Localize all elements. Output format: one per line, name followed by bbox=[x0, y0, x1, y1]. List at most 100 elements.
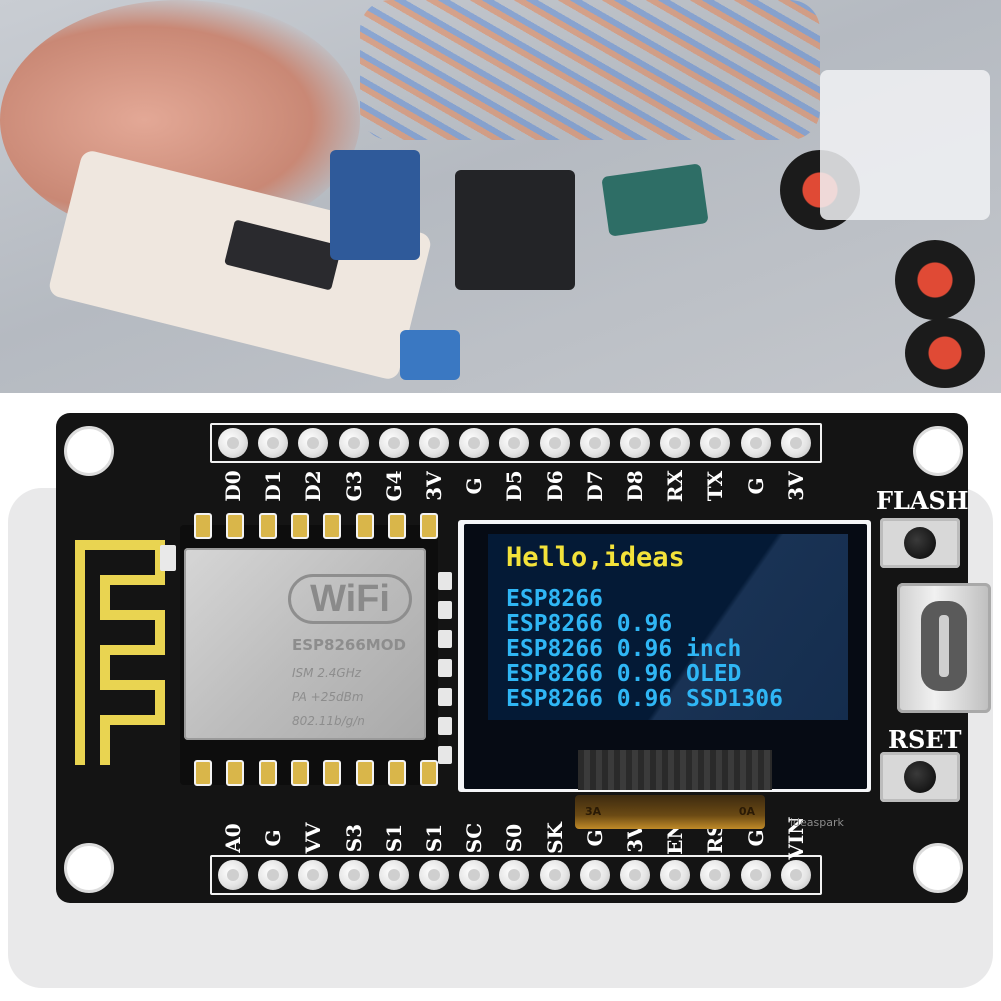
top-pin-label: G3 bbox=[341, 470, 366, 502]
top-pin bbox=[338, 428, 369, 458]
led bbox=[160, 545, 176, 571]
module-pad-top bbox=[420, 513, 439, 539]
module-pad-bottom bbox=[323, 760, 342, 786]
top-pin-label: RX bbox=[663, 469, 688, 503]
module-pad-bottom bbox=[355, 760, 374, 786]
module-pad-bottom bbox=[194, 760, 212, 786]
module-pad-side bbox=[438, 630, 452, 648]
module-shield: WiFi ESP8266MOD ISM 2.4GHz PA +25dBm 802… bbox=[184, 548, 426, 740]
mount-hole-bottom-right bbox=[913, 843, 963, 893]
bottom-pin bbox=[499, 860, 530, 890]
oled-ribbon-cable bbox=[578, 750, 772, 790]
bottom-pin-label: S0 bbox=[502, 823, 527, 853]
bottom-pin-label: SC bbox=[462, 822, 487, 854]
keypad bbox=[601, 163, 709, 237]
top-pin bbox=[419, 428, 449, 458]
pcb-antenna bbox=[75, 540, 165, 765]
module-pad-bottom bbox=[387, 760, 406, 786]
bottom-pin-label: G bbox=[261, 829, 286, 847]
bottom-pin bbox=[258, 860, 289, 890]
micro-usb-port[interactable] bbox=[897, 583, 991, 713]
oled-flex-connector: 3A 0A bbox=[575, 795, 765, 829]
oled-line-4: ESP8266 0.96 OLED bbox=[506, 661, 742, 687]
top-pin bbox=[218, 428, 248, 458]
oled-line-1: ESP8266 bbox=[506, 586, 603, 612]
top-pin-label: D6 bbox=[542, 470, 567, 502]
reset-button[interactable] bbox=[880, 752, 960, 802]
top-pin bbox=[378, 428, 409, 458]
module-pad-bottom bbox=[420, 760, 439, 786]
blue-module bbox=[400, 330, 460, 380]
top-pin-label: G4 bbox=[381, 470, 406, 502]
mount-hole-top-left bbox=[64, 426, 114, 476]
bottom-pin bbox=[459, 860, 490, 890]
motor-wheel-2 bbox=[895, 240, 975, 320]
module-pad-side bbox=[438, 572, 452, 590]
top-pin bbox=[740, 428, 771, 458]
module-spec-3: 802.11b/g/n bbox=[292, 714, 365, 728]
bottom-pin bbox=[579, 860, 610, 890]
bottom-pin bbox=[378, 860, 409, 890]
top-pin-label: 3V bbox=[783, 471, 808, 501]
bottom-pin-label: VV bbox=[301, 822, 326, 854]
flash-button[interactable] bbox=[880, 518, 960, 568]
top-pin-label: D5 bbox=[502, 470, 527, 502]
oled-line-5: ESP8266 0.96 SSD1306 bbox=[506, 686, 783, 712]
wires bbox=[360, 0, 820, 140]
bottom-pin bbox=[298, 860, 329, 890]
bottom-pin-label: S1 bbox=[381, 823, 406, 853]
module-pad-top bbox=[258, 513, 277, 539]
fpc-marking-right: 0A bbox=[738, 805, 755, 818]
top-pin bbox=[700, 428, 731, 458]
top-pin bbox=[539, 428, 570, 458]
module-pad-side bbox=[438, 717, 452, 735]
usb-slot bbox=[921, 601, 967, 691]
top-pin bbox=[459, 428, 490, 458]
oled-line-2: ESP8266 0.96 bbox=[506, 611, 673, 637]
bottom-pin bbox=[218, 860, 248, 890]
top-pin bbox=[780, 428, 811, 458]
top-pin-label: D7 bbox=[582, 470, 607, 502]
flash-button-cap bbox=[904, 527, 936, 559]
top-pin bbox=[660, 428, 691, 458]
bottom-pin-label: A0 bbox=[221, 823, 245, 853]
bottom-pin-label: S1 bbox=[422, 823, 446, 853]
module-pad-side bbox=[438, 601, 452, 619]
module-pad-top bbox=[290, 513, 309, 539]
oled-line-3: ESP8266 0.96 inch bbox=[506, 636, 742, 662]
module-pad-bottom bbox=[226, 760, 245, 786]
top-pin-label: TX bbox=[703, 470, 728, 502]
top-pin-label: D2 bbox=[301, 470, 326, 502]
wifi-logo: WiFi bbox=[288, 574, 412, 624]
module-pad-side bbox=[438, 746, 452, 764]
component-box bbox=[820, 70, 990, 220]
module-pad-top bbox=[194, 513, 212, 539]
top-pin-label: D1 bbox=[261, 470, 286, 502]
top-pin-header bbox=[210, 423, 822, 463]
bottom-pin bbox=[740, 860, 771, 890]
bottom-pin bbox=[620, 860, 650, 890]
module-spec-2: PA +25dBm bbox=[292, 690, 364, 704]
top-pin bbox=[620, 428, 650, 458]
top-pin bbox=[298, 428, 329, 458]
oled-title: Hello,ideas bbox=[506, 542, 685, 573]
flash-label: FLASH bbox=[876, 486, 969, 515]
top-pin bbox=[258, 428, 289, 458]
top-pin-label: 3V bbox=[422, 471, 446, 501]
bottom-pin bbox=[660, 860, 691, 890]
top-pin-label: D0 bbox=[221, 470, 245, 502]
module-pad-bottom bbox=[290, 760, 309, 786]
module-model: ESP8266MOD bbox=[292, 636, 406, 654]
bottom-pin bbox=[338, 860, 369, 890]
module-pad-top bbox=[226, 513, 245, 539]
reset-button-cap bbox=[904, 761, 936, 793]
oled-screen: Hello,ideas ESP8266 ESP8266 0.96 ESP8266… bbox=[488, 534, 848, 720]
battery-holder bbox=[455, 170, 575, 290]
top-pin-label: G bbox=[743, 477, 768, 495]
bottom-pin-label: SK bbox=[542, 822, 567, 854]
bottom-pin bbox=[780, 860, 811, 890]
top-pin-label: D8 bbox=[623, 470, 647, 502]
top-pin bbox=[499, 428, 530, 458]
fpc-marking-left: 3A bbox=[585, 805, 602, 818]
bottom-pin bbox=[700, 860, 731, 890]
